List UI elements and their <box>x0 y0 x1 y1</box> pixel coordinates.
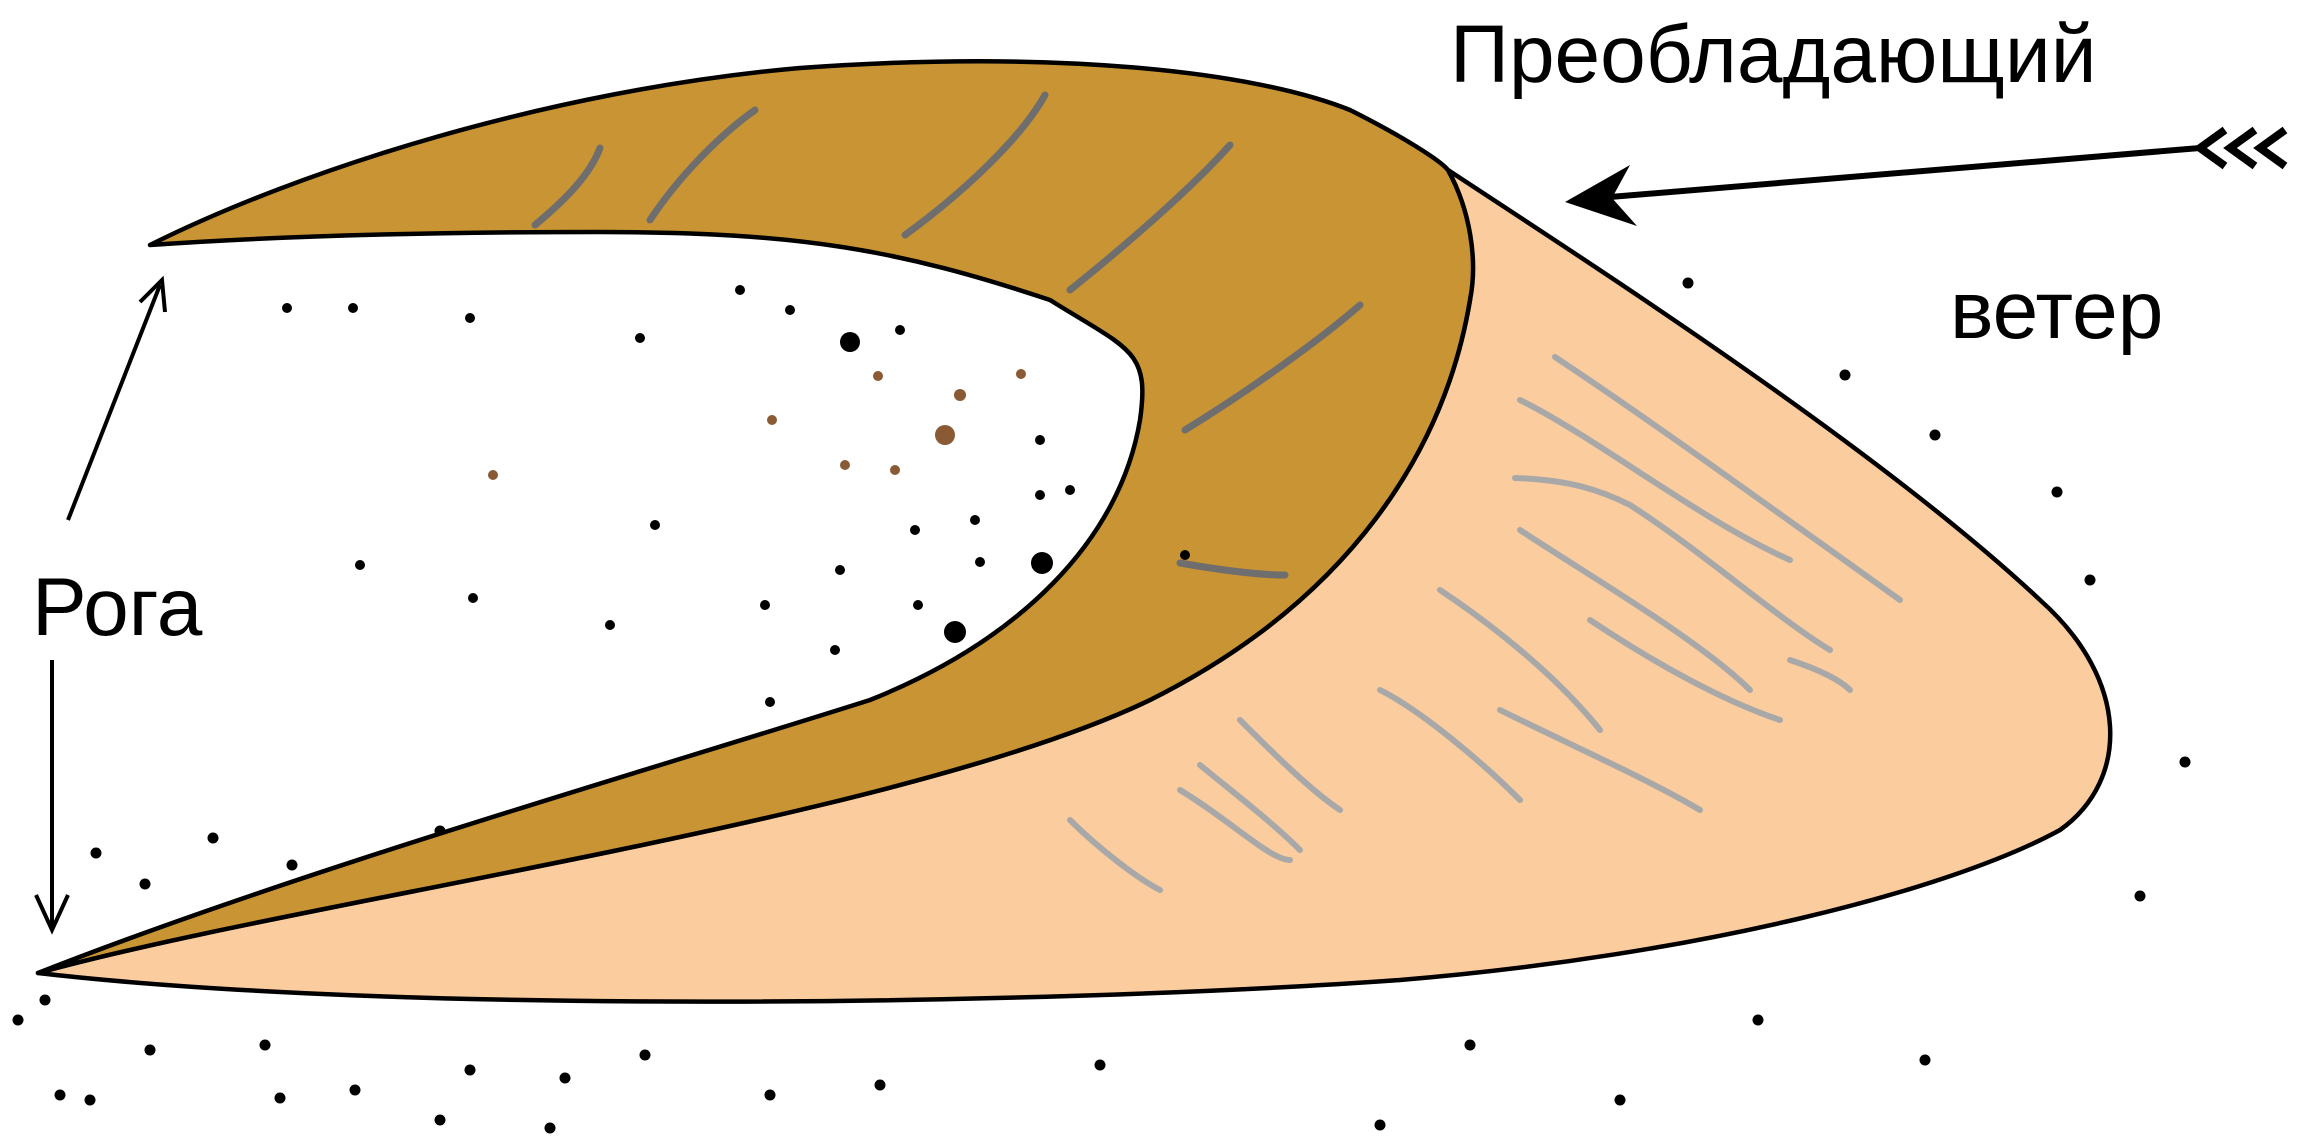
sand-dot <box>785 305 795 315</box>
sand-dot <box>2180 757 2191 768</box>
sand-dot <box>55 1090 66 1101</box>
sand-dot <box>140 879 151 890</box>
sand-dot <box>840 332 860 352</box>
sand-dot <box>1920 1055 1931 1066</box>
sand-dot <box>975 557 985 567</box>
sand-dot <box>85 1095 96 1106</box>
brown-grain <box>890 465 900 475</box>
sand-dot <box>287 860 298 871</box>
sand-dot <box>875 1080 886 1091</box>
sand-dot <box>1065 485 1075 495</box>
sand-dot <box>944 621 966 643</box>
sand-dot <box>208 833 219 844</box>
wind-arrow-fletching <box>2200 130 2285 166</box>
sand-dot <box>1753 1015 1764 1026</box>
brown-grain <box>873 371 883 381</box>
sand-dot <box>765 697 775 707</box>
sand-dot <box>640 1050 651 1061</box>
sand-dot <box>2135 891 2146 902</box>
sand-dot <box>275 1093 286 1104</box>
brown-grain <box>767 415 777 425</box>
sand-dot <box>435 1115 446 1126</box>
sand-dot <box>760 600 770 610</box>
sand-dot <box>735 285 745 295</box>
sand-dot <box>260 1040 271 1051</box>
sand-dot <box>13 1015 24 1026</box>
brown-grain <box>1016 369 1026 379</box>
brown-grain <box>840 460 850 470</box>
sand-dot <box>1465 1040 1476 1051</box>
sand-dot <box>465 313 475 323</box>
sand-dot <box>145 1045 156 1056</box>
sand-dot <box>635 333 645 343</box>
sand-dot <box>1095 1060 1106 1071</box>
sand-dot <box>835 565 845 575</box>
sand-dot <box>830 645 840 655</box>
sand-dot <box>91 848 102 859</box>
sand-dot <box>605 620 615 630</box>
sand-dot <box>350 1085 361 1096</box>
sand-dot <box>560 1073 571 1084</box>
wind-label-line1: Преобладающий <box>1450 9 2097 100</box>
sand-dot <box>1035 435 1045 445</box>
sand-dot <box>355 560 365 570</box>
sand-dot <box>913 600 923 610</box>
sand-dot <box>895 325 905 335</box>
sand-dot <box>545 1123 556 1134</box>
wind-arrow-shaft <box>1610 148 2200 197</box>
sand-dot <box>468 593 478 603</box>
sand-dot <box>910 525 920 535</box>
sand-dot <box>1035 490 1045 500</box>
horn-arrow-up <box>68 280 165 520</box>
brown-grain <box>935 425 955 445</box>
sand-dot <box>2052 487 2063 498</box>
wind-arrow <box>1565 130 2285 226</box>
sand-dot <box>650 520 660 530</box>
sand-dot <box>1615 1095 1626 1106</box>
horns-label: Рога <box>32 562 203 653</box>
horn-arrow-down <box>36 660 68 930</box>
sand-dot <box>765 1090 776 1101</box>
sand-dot <box>1930 430 1941 441</box>
sand-dot <box>1031 552 1053 574</box>
sand-dot <box>1180 550 1190 560</box>
sand-dot <box>465 1065 476 1076</box>
brown-grain <box>954 389 966 401</box>
sand-dot <box>1840 370 1851 381</box>
sand-dot <box>1375 1120 1386 1131</box>
sand-dot <box>970 515 980 525</box>
sand-dot <box>1683 278 1694 289</box>
sand-dot <box>348 303 358 313</box>
sand-dot <box>282 303 292 313</box>
wind-label-line2: ветер <box>1950 265 2163 356</box>
sand-dot <box>2085 575 2096 586</box>
sand-dot <box>40 995 51 1006</box>
brown-grain <box>488 470 498 480</box>
